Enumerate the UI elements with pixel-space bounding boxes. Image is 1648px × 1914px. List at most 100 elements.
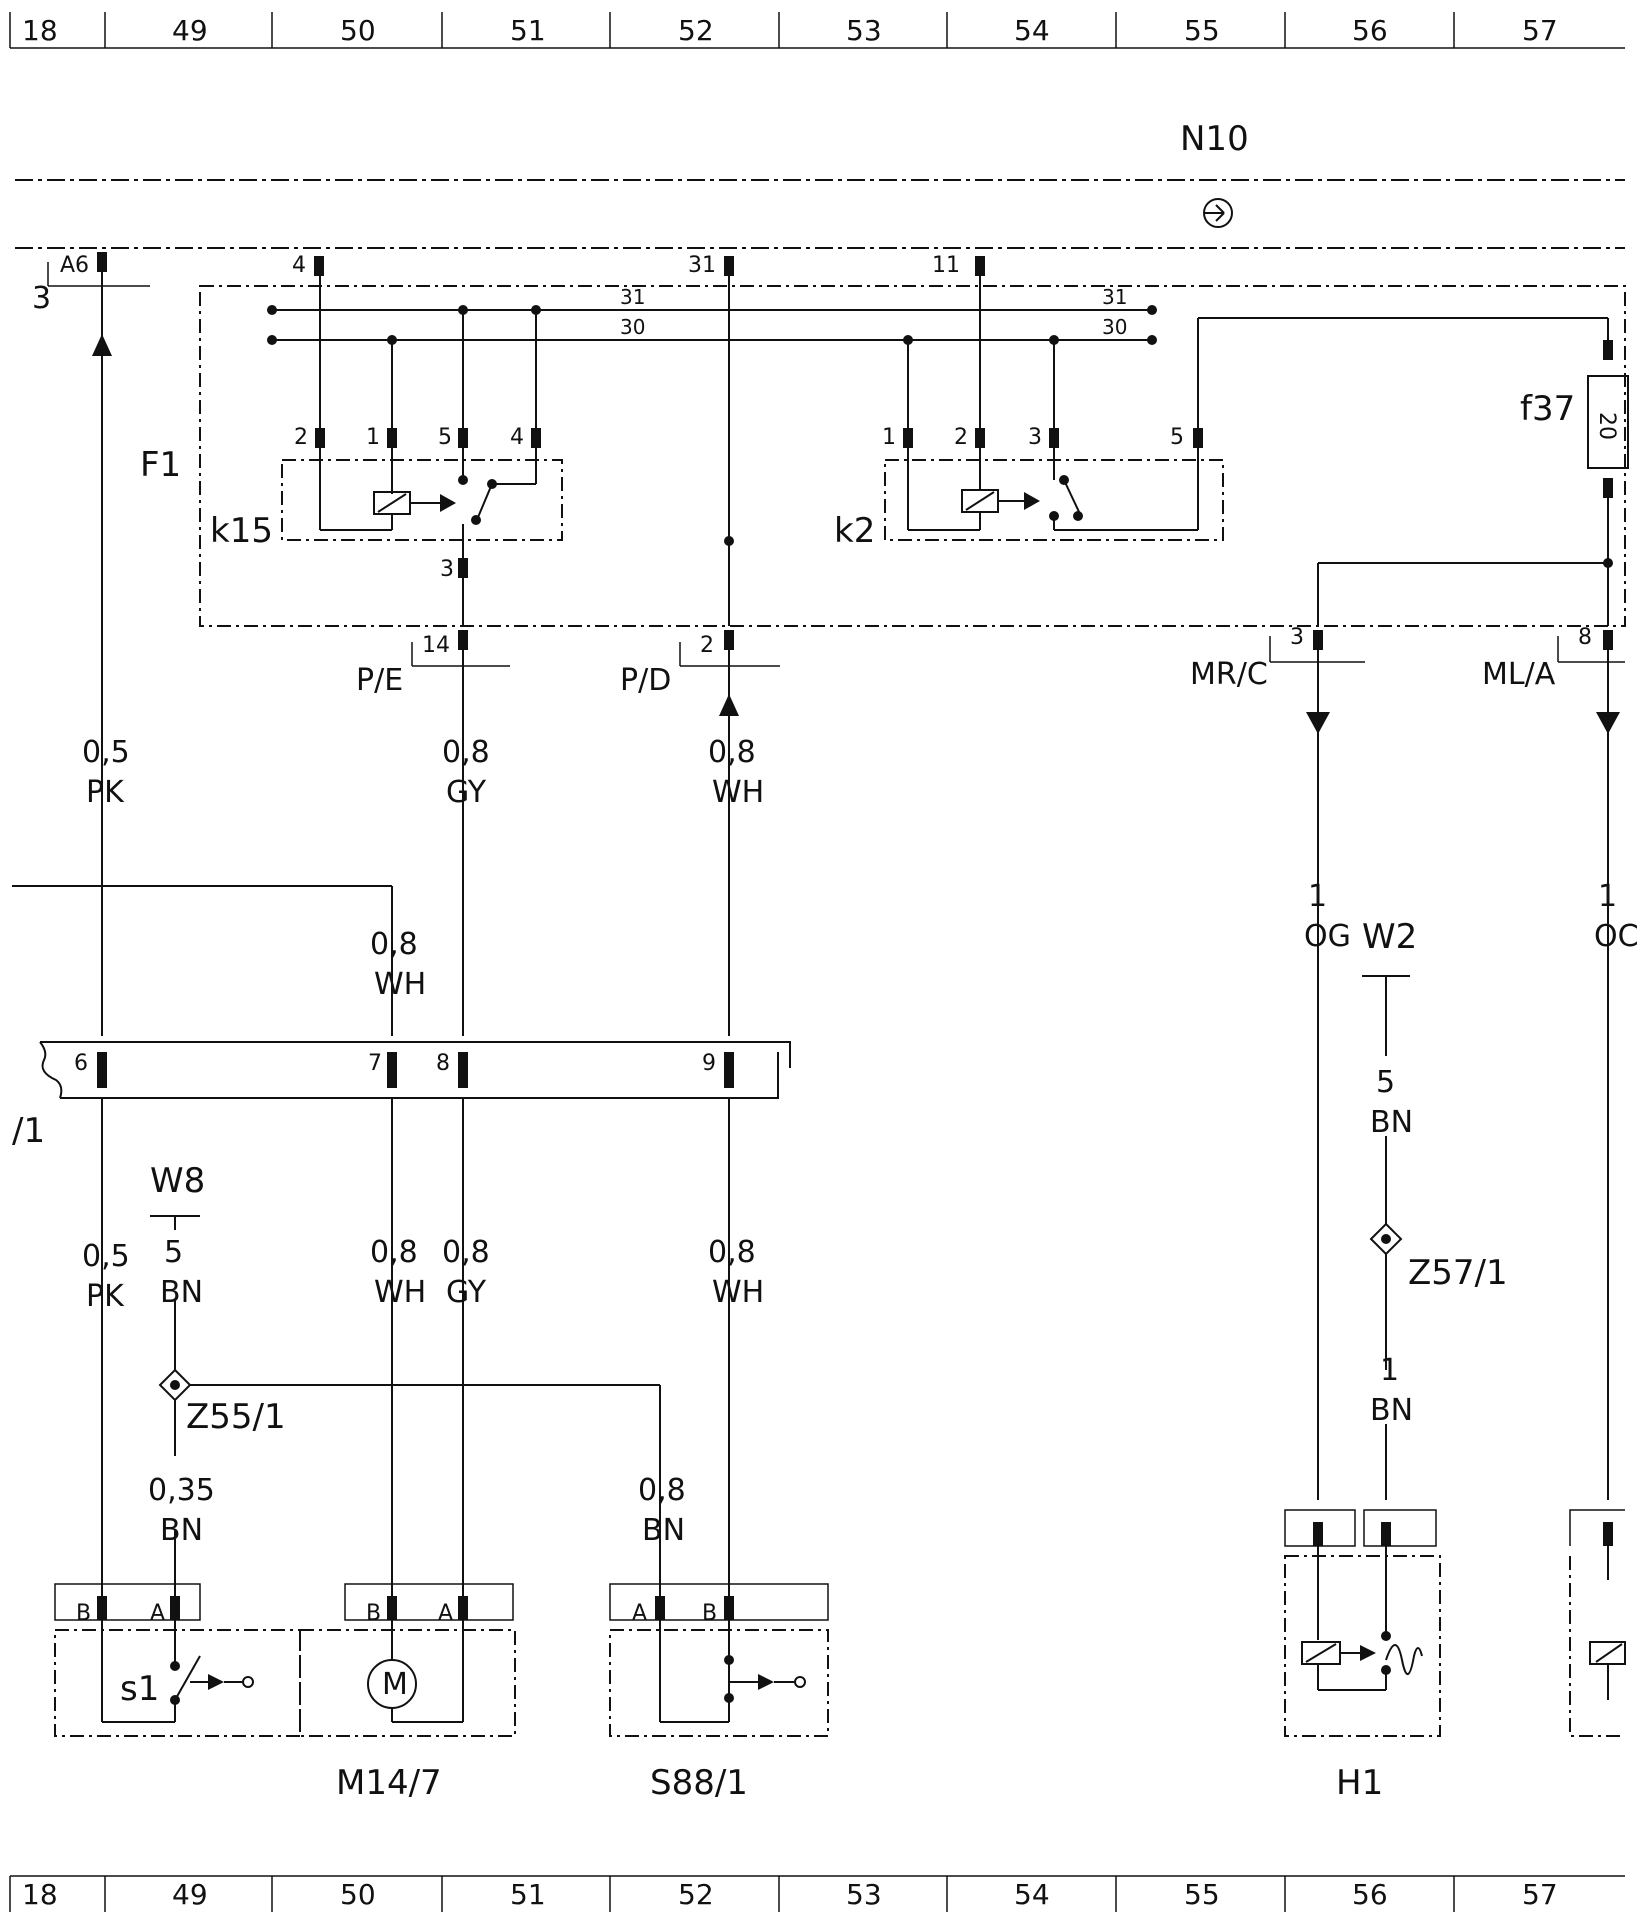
wire-gy-top-color: GY bbox=[446, 775, 487, 810]
horn-h1: H1 bbox=[1284, 1509, 1441, 1803]
fuse-f37: f37 20 bbox=[1317, 318, 1629, 626]
s1-pin-b-label: B bbox=[76, 1601, 91, 1626]
grid-bottom-col-4: 52 bbox=[678, 1878, 714, 1911]
wire-w8-color: BN bbox=[160, 1275, 203, 1310]
wire-wh-mid-size: 0,8 bbox=[370, 927, 418, 962]
mla-label: ML/A bbox=[1482, 657, 1556, 692]
connector-mla: ML/A 8 bbox=[1482, 625, 1625, 1500]
grid-col-8: 56 bbox=[1352, 14, 1388, 47]
grid-col-2: 50 bbox=[340, 14, 376, 47]
z55-1-label: Z55/1 bbox=[186, 1397, 286, 1437]
mrc-label: MR/C bbox=[1190, 657, 1268, 692]
n10-pin4 bbox=[314, 256, 324, 276]
partial-right-component bbox=[1569, 1509, 1626, 1737]
wire-bn035-color: BN bbox=[160, 1513, 203, 1548]
k15-pin4-label: 4 bbox=[510, 425, 524, 450]
connector-mrc: MR/C 3 bbox=[1190, 625, 1365, 1500]
wire-pk-top-color: PK bbox=[86, 775, 125, 810]
pd-pin-label: 2 bbox=[700, 633, 714, 658]
wire-bn035-size: 0,35 bbox=[148, 1473, 215, 1508]
wire-og-mr-size: 1 bbox=[1308, 879, 1327, 914]
grid-col-7: 55 bbox=[1184, 14, 1220, 47]
wire-wh-bot-size: 0,8 bbox=[370, 1235, 418, 1270]
connector-pd: P/D 2 bbox=[620, 630, 780, 1036]
pe-label: P/E bbox=[356, 663, 403, 698]
strip-pin6-label: 6 bbox=[74, 1051, 88, 1076]
grid-bottom-col-0: 18 bbox=[22, 1878, 58, 1911]
n10-pin11-label: 11 bbox=[932, 253, 960, 278]
s88-pin-a-label: A bbox=[632, 1601, 647, 1626]
m-pin-b-label: B bbox=[366, 1601, 381, 1626]
k15-pin1-label: 1 bbox=[366, 425, 380, 450]
s88-1-label: S88/1 bbox=[650, 1763, 748, 1803]
wire-wh-bot2-size: 0,8 bbox=[708, 1235, 756, 1270]
grid-bottom-col-1: 49 bbox=[172, 1878, 208, 1911]
wire-w8-size: 5 bbox=[164, 1235, 183, 1270]
a6-label: A6 bbox=[60, 253, 89, 278]
grid-col-3: 51 bbox=[510, 14, 546, 47]
f1-boundary bbox=[199, 285, 1626, 627]
n10-pin31-label: 31 bbox=[688, 253, 716, 278]
strip-pin8-label: 8 bbox=[436, 1051, 450, 1076]
mrc-pin-label: 3 bbox=[1290, 625, 1304, 650]
bus-30-label: 30 bbox=[620, 315, 645, 339]
m14-7-label: M14/7 bbox=[336, 1763, 442, 1803]
connector-pe: P/E 14 bbox=[356, 630, 510, 1036]
k15-pin2-label: 2 bbox=[294, 425, 308, 450]
ground-w2: W2 bbox=[1362, 917, 1417, 1500]
splice-z57-1: Z57/1 bbox=[1369, 1222, 1508, 1293]
wire-bn08-color: BN bbox=[642, 1513, 685, 1548]
relay-k15: k15 2 1 5 4 bbox=[210, 305, 563, 626]
grid-bottom-col-2: 50 bbox=[340, 1878, 376, 1911]
k2-label: k2 bbox=[834, 511, 875, 551]
grid-col-5: 53 bbox=[846, 14, 882, 47]
bottom-grid: 18 49 50 51 52 53 54 55 56 57 bbox=[9, 1875, 1625, 1912]
motor-letter: M bbox=[382, 1667, 408, 1702]
wire-wh-top-color: WH bbox=[712, 775, 764, 810]
wire-gy-top-size: 0,8 bbox=[442, 735, 490, 770]
s88-pin-b-label: B bbox=[702, 1601, 717, 1626]
a6-side-label: 3 bbox=[32, 281, 51, 316]
wire-wh-top-size: 0,8 bbox=[708, 735, 756, 770]
wire-pk-bot-size: 0,5 bbox=[82, 1239, 130, 1274]
m-pin-a-label: A bbox=[438, 1601, 453, 1626]
grid-bottom-col-7: 55 bbox=[1184, 1878, 1220, 1911]
h1-label: H1 bbox=[1336, 1763, 1383, 1803]
n10-label: N10 bbox=[1180, 119, 1249, 159]
grid-bottom-col-3: 51 bbox=[510, 1878, 546, 1911]
wire-w2-bn2-color: BN bbox=[1370, 1393, 1413, 1428]
strip-side-label: /1 bbox=[12, 1111, 45, 1151]
relay-k2: k2 1 2 3 5 bbox=[834, 317, 1608, 551]
n10-pin11 bbox=[975, 256, 985, 276]
grid-col-6: 54 bbox=[1014, 14, 1050, 47]
wire-pk-bot-color: PK bbox=[86, 1279, 125, 1314]
n10-pin4-label: 4 bbox=[292, 253, 306, 278]
k15-label: k15 bbox=[210, 511, 273, 551]
wire-wh-mid-color: WH bbox=[374, 967, 426, 1002]
wire-og-ml-color: OC bbox=[1594, 919, 1639, 954]
n10-pin31 bbox=[724, 256, 734, 276]
k2-pin1-label: 1 bbox=[882, 425, 896, 450]
s1-pin-a-label: A bbox=[150, 1601, 165, 1626]
n10-ground-symbol bbox=[1203, 198, 1233, 228]
connector-a6: 3 A6 bbox=[32, 252, 150, 1036]
top-grid: 18 49 50 51 52 53 54 55 56 57 bbox=[9, 12, 1625, 49]
wire-pk-top-size: 0,5 bbox=[82, 735, 130, 770]
bus-31-label-right: 31 bbox=[1102, 285, 1127, 309]
wire-w2-color: BN bbox=[1370, 1105, 1413, 1140]
f37-label: f37 bbox=[1520, 389, 1575, 429]
wire-w2-size: 5 bbox=[1376, 1065, 1395, 1100]
pe-pin-label: 14 bbox=[422, 633, 450, 658]
k2-pin2-label: 2 bbox=[954, 425, 968, 450]
grid-col-1: 49 bbox=[172, 14, 208, 47]
ground-w8: W8 bbox=[150, 1161, 205, 1370]
mla-pin-label: 8 bbox=[1578, 625, 1592, 650]
k15-pin5-label: 5 bbox=[438, 425, 452, 450]
pd-label: P/D bbox=[620, 663, 671, 698]
grid-bottom-col-6: 54 bbox=[1014, 1878, 1050, 1911]
bus-30-label-right: 30 bbox=[1102, 315, 1127, 339]
w2-label: W2 bbox=[1362, 917, 1417, 957]
wire-bn08-size: 0,8 bbox=[638, 1473, 686, 1508]
splice-z55-1: Z55/1 bbox=[158, 1368, 661, 1596]
